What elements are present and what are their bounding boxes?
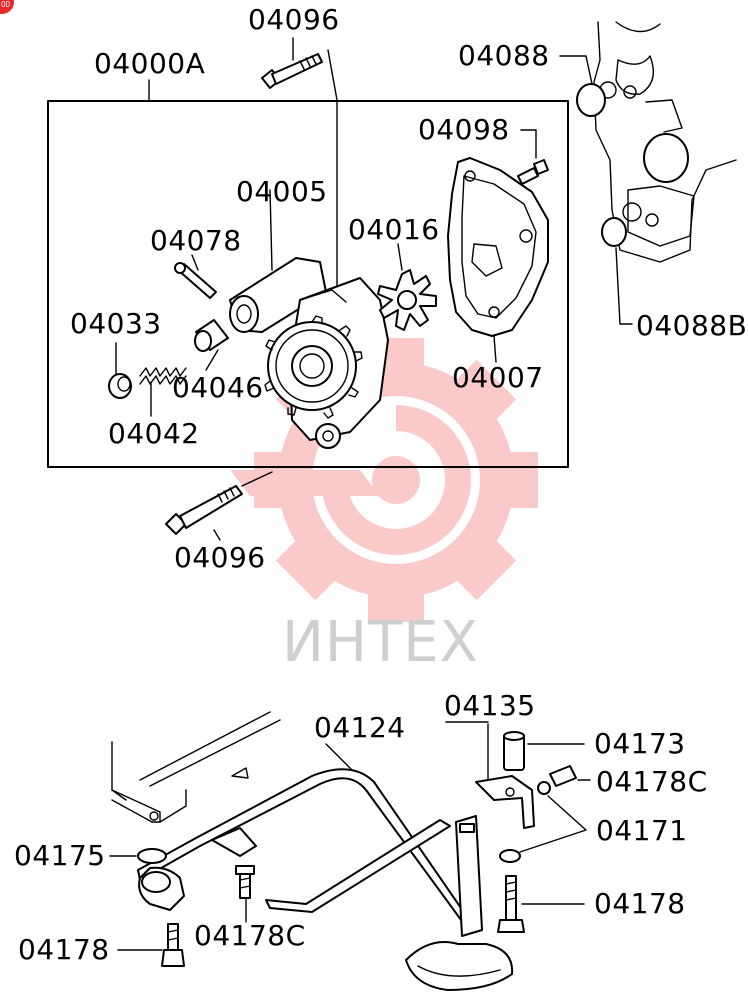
assembly-box	[47, 100, 569, 468]
bolt-04096-bottom[interactable]	[165, 485, 243, 535]
bolt-04178-right[interactable]	[497, 875, 525, 933]
part-label-04078[interactable]: 04078	[150, 224, 242, 257]
part-label-04171[interactable]: 04171	[596, 814, 688, 847]
part-label-04175[interactable]: 04175	[14, 839, 106, 872]
part-label-04173[interactable]: 04173	[594, 727, 686, 760]
part-label-04088B[interactable]: 04088B	[636, 309, 748, 342]
gasket-04088[interactable]	[576, 83, 606, 117]
part-label-04042[interactable]: 04042	[108, 417, 200, 450]
spring-04042[interactable]	[139, 367, 187, 385]
watermark-text: ИНТЕХ	[282, 610, 479, 675]
oil-strainer	[405, 815, 514, 991]
cover-plate-04007[interactable]	[447, 157, 549, 337]
part-label-04124[interactable]: 04124	[314, 711, 406, 744]
part-label-04096-bottom[interactable]: 04096	[174, 541, 266, 574]
part-label-04005[interactable]: 04005	[236, 175, 328, 208]
impeller-04016[interactable]	[377, 269, 437, 331]
part-label-04046[interactable]: 04046	[172, 371, 264, 404]
o-ring-04175[interactable]	[137, 848, 167, 864]
plug-04033[interactable]	[108, 373, 132, 399]
part-label-04007[interactable]: 04007	[452, 361, 544, 394]
part-label-04178C-left[interactable]: 04178C	[194, 919, 306, 952]
oil-pan-plate	[111, 711, 281, 823]
part-label-04096-top[interactable]: 04096	[248, 3, 340, 36]
part-label-04000A[interactable]: 04000A	[94, 47, 206, 80]
part-label-04135[interactable]: 04135	[444, 689, 536, 722]
part-label-04178C-right[interactable]: 04178C	[596, 765, 708, 798]
part-label-04178-right[interactable]: 04178	[594, 887, 686, 920]
part-label-04033[interactable]: 04033	[70, 307, 162, 340]
plunger-04046[interactable]	[194, 319, 229, 352]
bolt-04178-left[interactable]	[161, 923, 185, 967]
gasket-04088B[interactable]	[601, 217, 627, 247]
bolt-04096-top[interactable]	[261, 53, 323, 89]
bolt-04178C-right[interactable]	[537, 765, 577, 795]
part-label-04098[interactable]: 04098	[418, 113, 510, 146]
part-label-04178-left[interactable]: 04178	[18, 933, 110, 966]
pin-04078[interactable]	[174, 262, 217, 299]
screw-04098[interactable]	[517, 159, 549, 185]
bracket-04135[interactable]	[475, 775, 535, 829]
washer-04171[interactable]	[499, 849, 521, 863]
gear-04005	[264, 315, 363, 419]
bolt-04178C-left[interactable]	[235, 865, 255, 899]
part-label-04016[interactable]: 04016	[348, 213, 440, 246]
pickup-pipe-04124[interactable]	[137, 768, 473, 925]
part-label-04088[interactable]: 04088	[458, 39, 550, 72]
sleeve-04173[interactable]	[503, 731, 525, 771]
